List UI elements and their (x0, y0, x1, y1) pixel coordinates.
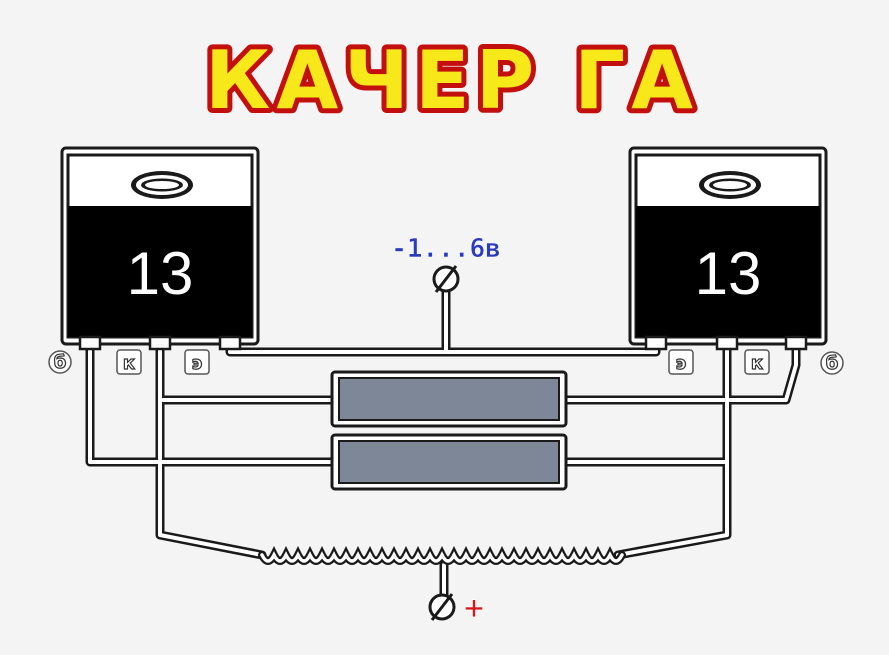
transistor-left: 13 (60, 146, 260, 351)
resistor-upper (330, 370, 568, 428)
pin-label-collector-left: к (123, 353, 135, 374)
transistor-left-label: 13 (127, 240, 194, 307)
terminal-minus-label: -1...6в (391, 234, 501, 264)
terminal-plus-label: + (462, 591, 485, 624)
pin-label-base-right: б (826, 353, 839, 374)
mounting-hole-icon (699, 171, 761, 199)
terminal-plus: + (428, 591, 486, 624)
resistor-lower (330, 433, 568, 491)
wires (85, 280, 801, 603)
terminal-minus: -1...6в (391, 234, 501, 293)
pin-label-emitter-right: э (676, 353, 687, 374)
pin-label-base-left: б (54, 352, 67, 373)
diagram-title: КАЧЕР ГА (205, 34, 699, 127)
pin-label-collector-right: к (751, 353, 763, 374)
transistor-left-pins: б к э (48, 349, 210, 375)
transistor-right-label: 13 (695, 240, 762, 307)
mounting-hole-icon (131, 171, 193, 199)
wire-left-collector (155, 335, 267, 560)
pin-label-emitter-left: э (192, 353, 203, 374)
transistor-right-pins: э к б (668, 349, 844, 375)
coil (258, 546, 626, 565)
transistor-right: 13 (628, 146, 828, 351)
